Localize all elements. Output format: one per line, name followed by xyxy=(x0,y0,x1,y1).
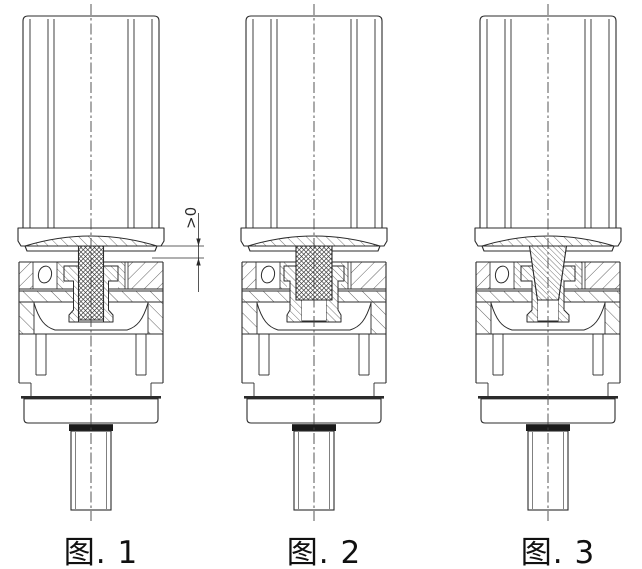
clamp-collet xyxy=(283,265,345,323)
clamp-collet xyxy=(63,265,119,323)
arrowhead-up-icon xyxy=(196,258,201,266)
figure-1-drawing: >0 xyxy=(17,4,204,521)
output-shaft xyxy=(526,424,570,511)
arrowhead-down-icon xyxy=(196,238,201,246)
figure-2-caption: 图. 2 xyxy=(286,535,362,569)
relief-hole xyxy=(494,265,510,284)
gearbox-body xyxy=(18,334,164,396)
figure-1-caption: 图. 1 xyxy=(63,535,139,569)
figure-2-drawing xyxy=(240,4,388,521)
relief-hole xyxy=(37,265,53,284)
clearance-dimension: >0 xyxy=(152,207,204,292)
relief-hole xyxy=(260,265,276,284)
clearance-dimension-label: >0 xyxy=(182,207,200,229)
figure-3-drawing xyxy=(474,4,622,521)
gearbox-body xyxy=(475,334,621,396)
gearbox-body xyxy=(241,334,387,396)
figure-3-caption: 图. 3 xyxy=(520,535,596,569)
